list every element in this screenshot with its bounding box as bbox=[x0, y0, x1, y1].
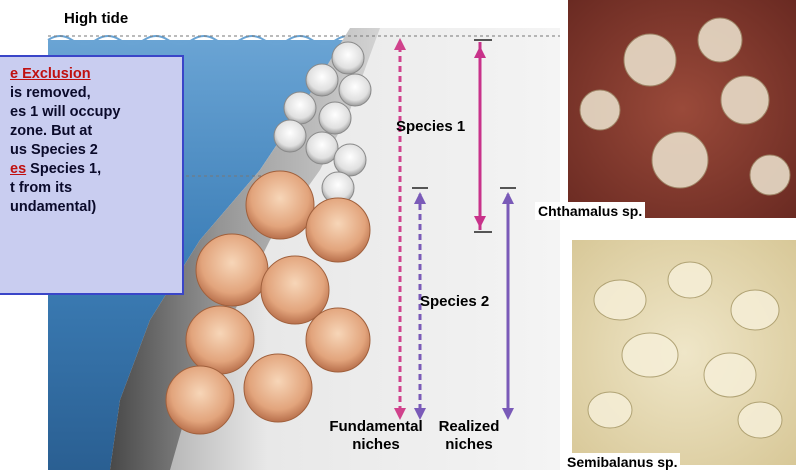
realized-niches-label: Realized niches bbox=[424, 418, 514, 454]
callout-line-3: zone. But at bbox=[10, 122, 176, 141]
fundamental-label-line2: niches bbox=[326, 436, 426, 454]
callout-line-2: es 1 will occupy bbox=[10, 103, 176, 122]
realized-label-line2: niches bbox=[424, 436, 514, 454]
realized-label-line1: Realized bbox=[424, 418, 514, 436]
callout-line-5-rest: Species 1, bbox=[26, 161, 101, 177]
fundamental-niches-label: Fundamental niches bbox=[326, 418, 426, 454]
callout-line-4: us Species 2 bbox=[10, 141, 176, 160]
species1-label: Species 1 bbox=[396, 118, 465, 135]
callout-title: e Exclusion bbox=[10, 65, 176, 84]
callout-line-6: t from its bbox=[10, 179, 176, 198]
callout-line-1: is removed, bbox=[10, 84, 176, 103]
callout-line-7: undamental) bbox=[10, 198, 176, 217]
fundamental-label-line1: Fundamental bbox=[326, 418, 426, 436]
semibalanus-caption: Semibalanus sp. bbox=[564, 453, 680, 470]
species2-label: Species 2 bbox=[420, 293, 489, 310]
callout-verb: es bbox=[10, 161, 26, 177]
competitive-exclusion-callout: e Exclusion is removed, es 1 will occupy… bbox=[0, 55, 184, 295]
chthamalus-caption: Chthamalus sp. bbox=[535, 202, 645, 220]
callout-line-5: es Species 1, bbox=[10, 160, 176, 179]
high-tide-label: High tide bbox=[64, 10, 128, 27]
